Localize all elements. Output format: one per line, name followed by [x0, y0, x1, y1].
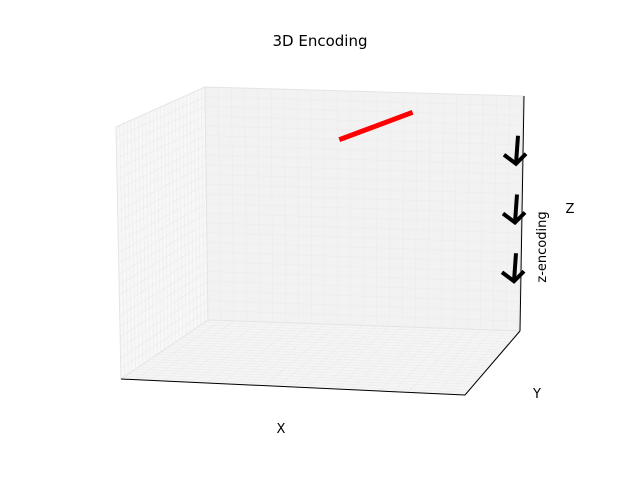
quiver-head	[501, 211, 527, 226]
quiver-arrow	[500, 253, 526, 284]
quiver-group	[500, 135, 528, 284]
z-axis-label: Z	[566, 202, 575, 217]
gridline	[492, 95, 497, 331]
x-axis-line	[120, 378, 466, 396]
y-axis-label: Y	[532, 387, 541, 402]
gridline	[193, 91, 198, 328]
gridline	[116, 96, 206, 138]
quiver-arrow	[501, 194, 527, 226]
gridline	[436, 329, 494, 394]
gridline	[450, 330, 507, 395]
series-layer	[338, 109, 414, 143]
gridline	[197, 327, 513, 340]
gridlines	[116, 87, 523, 395]
colorbar-label: z-encoding	[535, 211, 550, 282]
gridline	[193, 329, 511, 342]
gridline	[421, 329, 481, 394]
gridline	[205, 115, 523, 126]
chart-title: 3D Encoding	[273, 32, 368, 50]
gridline	[200, 88, 205, 323]
gridline	[479, 94, 484, 330]
quiver-arrow	[502, 135, 528, 167]
y-axis-line	[464, 330, 521, 396]
gridline	[200, 324, 515, 337]
quiver-shaft	[512, 253, 518, 282]
gridline	[205, 106, 523, 116]
gridline	[204, 322, 517, 334]
gridline	[116, 115, 206, 159]
gridline	[116, 106, 206, 149]
gridline	[505, 95, 511, 331]
gridline	[197, 90, 202, 325]
quiver-head	[500, 269, 526, 284]
gridline	[116, 125, 206, 170]
quiver-shaft	[513, 194, 519, 223]
x-axis-label: X	[277, 422, 286, 437]
gridline	[205, 96, 523, 107]
series-line-0	[338, 109, 414, 143]
quiver-shaft	[514, 135, 520, 164]
quiver-head	[502, 152, 528, 167]
